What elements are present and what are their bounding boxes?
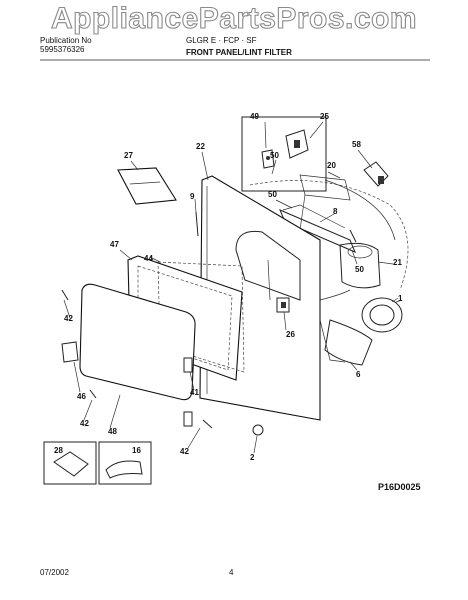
part-48-outer-door <box>79 283 196 401</box>
callout-50-mid: 50 <box>268 190 277 199</box>
callout-26: 26 <box>286 330 295 339</box>
callout-58: 58 <box>352 140 361 149</box>
part-46-plate <box>61 341 79 363</box>
callout-27: 27 <box>124 151 133 160</box>
part-27-label <box>117 167 177 205</box>
callout-25: 25 <box>320 112 329 121</box>
callout-1: 1 <box>398 294 403 303</box>
part-21-duct <box>339 242 381 289</box>
callout-28: 28 <box>54 446 63 455</box>
callout-22: 22 <box>196 142 205 151</box>
screw-icons <box>61 211 357 429</box>
callout-42-left: 42 <box>64 314 73 323</box>
publication-number: 5995376326 <box>40 45 85 54</box>
footer-date: 07/2002 <box>40 568 69 577</box>
part-16-strap <box>98 441 152 485</box>
callout-2: 2 <box>250 453 255 462</box>
part-25-switch <box>241 116 327 192</box>
callout-42-mid: 42 <box>80 419 89 428</box>
page-title: FRONT PANEL/LINT FILTER <box>186 48 292 57</box>
part-41-hinges <box>183 357 193 427</box>
callout-49: 49 <box>250 112 259 121</box>
callout-41: 41 <box>190 388 199 397</box>
page-number: 4 <box>229 568 234 577</box>
callout-6: 6 <box>356 370 361 379</box>
callout-44: 44 <box>144 254 153 263</box>
leader-lines <box>63 121 399 454</box>
callout-20: 20 <box>327 161 336 170</box>
part-28-clip <box>43 441 97 485</box>
diagram-code: P16D0025 <box>378 482 421 492</box>
callout-50-lower: 50 <box>355 265 364 274</box>
callout-9: 9 <box>190 192 195 201</box>
callout-46: 46 <box>77 392 86 401</box>
callout-21: 21 <box>393 258 402 267</box>
callout-16: 16 <box>132 446 141 455</box>
callout-42-right: 42 <box>180 447 189 456</box>
callout-8: 8 <box>333 207 338 216</box>
part-1-ring-seal <box>361 297 403 333</box>
part-6-lower-duct <box>324 319 373 366</box>
watermark: AppliancePartsPros.com <box>50 1 418 35</box>
callout-47: 47 <box>110 240 119 249</box>
part-58-thermostat <box>363 161 389 187</box>
publication-label: Publication No <box>40 36 92 45</box>
part-2-foot <box>252 424 264 436</box>
part-26-bracket <box>276 297 290 313</box>
callout-50-upper: 50 <box>270 151 279 160</box>
model-number: GLGR E · FCP · SF <box>186 36 257 45</box>
callout-48: 48 <box>108 427 117 436</box>
part-20-duct <box>299 174 351 231</box>
